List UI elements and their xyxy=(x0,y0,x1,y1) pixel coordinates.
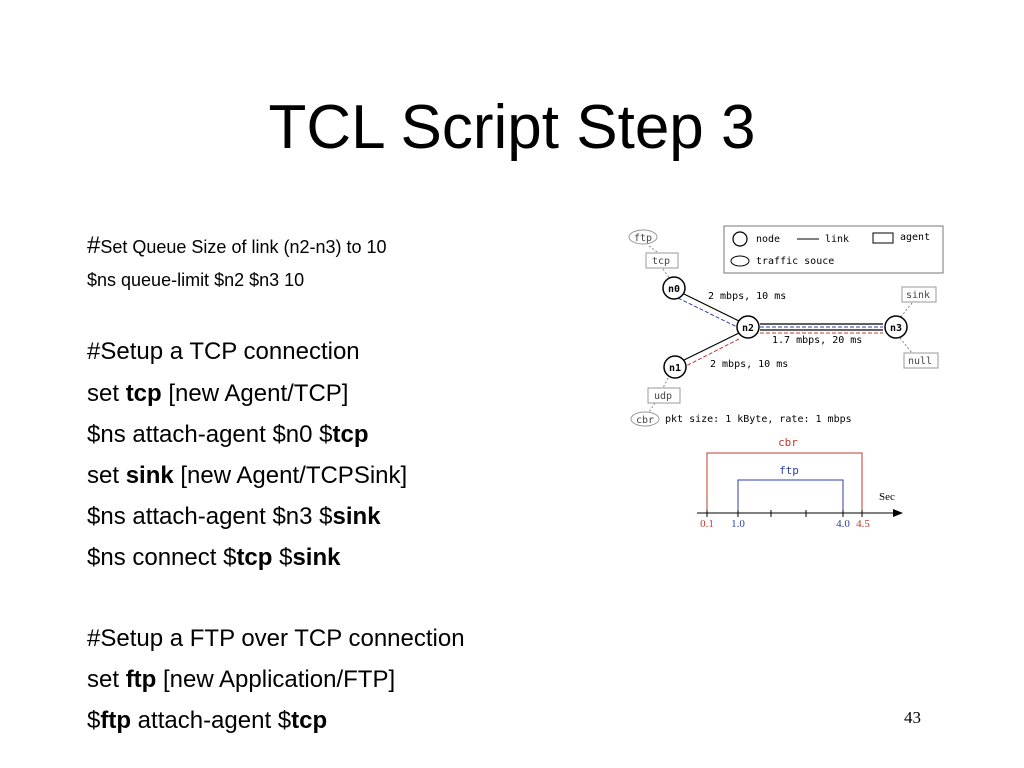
legend-agent-icon xyxy=(872,232,894,244)
sink-attach-var: sink xyxy=(332,503,381,530)
link-n0-n2-label: 2 mbps, 10 ms xyxy=(708,291,786,302)
link-n2-n3-label: 1.7 mbps, 20 ms xyxy=(772,335,862,346)
source-cbr-label: cbr xyxy=(636,415,654,426)
tcp-set-line: set tcp [new Agent/TCP] xyxy=(87,380,348,408)
tcp-attach-line: $ns attach-agent $n0 $tcp xyxy=(87,421,369,449)
source-ftp xyxy=(628,229,658,245)
sink-set-var: sink xyxy=(125,462,174,489)
tick-label-0.1: 0.1 xyxy=(700,518,714,530)
connector-n1-udp xyxy=(662,377,669,389)
node-n1 xyxy=(663,355,687,379)
timeline-cbr-bar xyxy=(706,452,863,513)
tick-label-4.0: 4.0 xyxy=(836,518,850,530)
ftp-attach-mid: attach-agent $ xyxy=(131,707,292,734)
queue-comment-text: Set Queue Size of link (n2-n3) to 10 xyxy=(100,237,387,257)
node-n3-label: n3 xyxy=(890,323,902,334)
connect-pre: $ns connect $ xyxy=(87,544,237,571)
tick-label-1.0: 1.0 xyxy=(731,518,745,530)
legend-traffic-source-icon xyxy=(730,255,750,267)
timeline-ticks xyxy=(706,510,863,517)
ftp-attach-pre: $ xyxy=(87,707,101,734)
queue-limit-line: $ns queue-limit $n2 $n3 10 xyxy=(87,270,305,290)
agent-sink xyxy=(901,286,937,303)
connect-var-sink: sink xyxy=(292,544,341,571)
tcp-comment: #Setup a TCP connection xyxy=(87,338,360,365)
link-n1-n2-label: 2 mbps, 10 ms xyxy=(710,359,788,370)
sink-set-line: set sink [new Agent/TCPSink] xyxy=(87,462,407,490)
queue-comment: #Set Queue Size of link (n2-n3) to 10 xyxy=(87,232,387,260)
agent-tcp-label: tcp xyxy=(652,256,670,267)
agent-null xyxy=(903,352,939,369)
tcp-set-pre: set xyxy=(87,380,126,407)
packet-info: pkt size: 1 kByte, rate: 1 mbps xyxy=(665,414,852,425)
queue-comment-hash: # xyxy=(87,232,101,259)
source-cbr xyxy=(630,411,660,427)
tcp-attach-var: tcp xyxy=(332,421,369,448)
source-ftp-label: ftp xyxy=(634,233,652,244)
legend-node-icon xyxy=(732,231,748,247)
legend-traffic-source-label: traffic souce xyxy=(756,256,834,267)
tcp-attach-pre: $ns attach-agent $n0 $ xyxy=(87,421,333,448)
agent-udp-label: udp xyxy=(654,391,672,402)
timeline-cbr-label: cbr xyxy=(778,436,798,449)
connector-udp-cbr xyxy=(648,402,656,413)
connect-mid: $ xyxy=(272,544,293,571)
tcp-set-post: [new Agent/TCP] xyxy=(161,380,349,407)
ftp-attach-var-tcp: tcp xyxy=(291,707,328,734)
legend-agent-label: agent xyxy=(900,232,930,243)
connect-var-tcp: tcp xyxy=(236,544,273,571)
agent-udp xyxy=(647,387,681,404)
ftp-set-var: ftp xyxy=(125,666,157,693)
connector-sink-n3 xyxy=(899,302,913,319)
ftp-attach-line: $ftp attach-agent $tcp xyxy=(87,707,327,735)
sink-set-pre: set xyxy=(87,462,126,489)
node-n0 xyxy=(662,276,686,300)
sink-set-post: [new Agent/TCPSink] xyxy=(173,462,408,489)
agent-null-label: null xyxy=(908,356,932,367)
timeline-axis-label: Sec xyxy=(879,491,895,503)
flow-cbr-n1-n2 xyxy=(681,338,740,369)
ftp-comment: #Setup a FTP over TCP connection xyxy=(87,625,465,652)
ftp-set-line: set ftp [new Application/FTP] xyxy=(87,666,395,694)
flow-tcp-n0-n2 xyxy=(677,297,738,328)
connector-n3-null xyxy=(899,337,913,354)
link-n0-n2 xyxy=(683,293,740,322)
ftp-attach-var: ftp xyxy=(100,707,132,734)
timeline-ftp-bar xyxy=(737,479,844,513)
legend-link-label: link xyxy=(825,234,849,245)
node-n3 xyxy=(884,315,908,339)
sink-attach-line: $ns attach-agent $n3 $sink xyxy=(87,503,381,531)
sink-attach-pre: $ns attach-agent $n3 $ xyxy=(87,503,333,530)
slide-title: TCL Script Step 3 xyxy=(268,93,756,162)
page-number: 43 xyxy=(904,708,921,727)
agent-tcp xyxy=(645,252,679,269)
link-n1-n2 xyxy=(683,332,740,361)
connect-line: $ns connect $tcp $sink xyxy=(87,544,340,572)
agent-sink-label: sink xyxy=(906,290,930,301)
tcp-set-var: tcp xyxy=(125,380,162,407)
legend-box xyxy=(723,225,944,274)
timeline-axis-arrow xyxy=(893,509,903,517)
node-n2-label: n2 xyxy=(742,323,754,334)
node-n0-label: n0 xyxy=(668,284,680,295)
legend-node-label: node xyxy=(756,234,780,245)
ftp-set-post: [new Application/FTP] xyxy=(156,666,396,693)
node-n2 xyxy=(736,315,760,339)
node-n1-label: n1 xyxy=(669,363,681,374)
timeline-ftp-label: ftp xyxy=(779,464,799,477)
ftp-set-pre: set xyxy=(87,666,126,693)
tick-label-4.5: 4.5 xyxy=(856,518,870,530)
